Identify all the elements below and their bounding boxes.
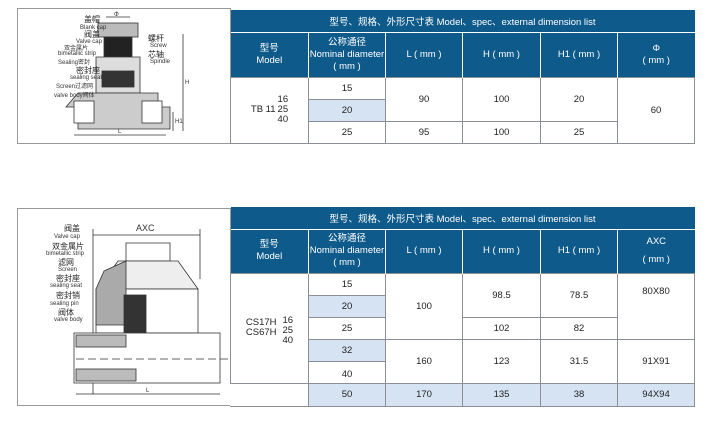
label-seat-en: sealing seat (50, 283, 82, 289)
axc-cell: 80X80 (616, 272, 696, 340)
label-seat-en: sealing seat (70, 75, 102, 81)
col-h: H ( mm ) (462, 32, 541, 77)
dn-cell: 15 (308, 76, 386, 100)
dn-cell: 20 (308, 294, 386, 318)
col-phi: Φ( mm ) (617, 32, 695, 77)
label-body: valve body阀体 (54, 91, 95, 99)
label-seat-cn: 密封座 (56, 273, 80, 283)
dimension-table-tb11: 型号、规格、外形尺寸表 Model、spec、external dimensio… (230, 10, 696, 144)
label-valve-cap-cn: 阀盖 (84, 29, 100, 39)
h-cell: 102 (462, 316, 541, 340)
label-bimetal-cn: 双金属片 (52, 241, 84, 251)
label-bimetal-en: bimetallic strip (58, 51, 97, 57)
label-spindle-cn: 芯轴 (148, 49, 164, 59)
h-cell: 100 (462, 120, 541, 144)
dim-h: H (185, 80, 189, 86)
h1-cell: 25 (540, 120, 618, 144)
l-cell: 170 (385, 382, 463, 407)
dim-l: L (118, 129, 122, 135)
dn-cell: 25 (308, 120, 386, 144)
label-blank-cap-cn: 盖帽 (84, 14, 100, 24)
dim-l: L (146, 388, 150, 394)
label-screen-en: Screen (58, 267, 77, 273)
label-body-en: valve body (54, 317, 83, 323)
col-l: L ( mm ) (385, 32, 463, 77)
label-valve-cap-en: Valve cap (54, 234, 81, 240)
label-valve-cap-cn: 阀盖 (64, 223, 80, 233)
col-axc: AXC( mm ) (617, 229, 695, 273)
axc-cell: 91X91 (616, 338, 696, 384)
dn-cell: 25 (308, 316, 386, 340)
dn-cell: 20 (308, 98, 386, 122)
dn-cell: 50 (308, 382, 386, 407)
l-cell: 95 (385, 120, 463, 144)
label-body-cn: 阀体 (58, 307, 74, 317)
h-cell: 100 (462, 76, 541, 122)
model-cell-spacer (230, 383, 309, 407)
label-blank-cap-en: Blank cap (80, 25, 107, 31)
label-seat-cn: 密封座 (76, 65, 100, 75)
col-h1: H1 ( mm ) (540, 32, 618, 77)
label-screen: Screen过滤网 (56, 82, 93, 90)
valve-diagram-tb11: Φ H H1 L 盖帽 Blank cap 阀盖 Valve cap 双金属片 … (17, 8, 231, 144)
dimension-table-cs17h: 型号、规格、外形尺寸表 Model、spec、external dimensio… (230, 207, 696, 407)
label-pin-cn: 密封销 (56, 290, 80, 300)
dn-cell: 40 (308, 360, 386, 384)
h1-cell: 78.5 (540, 272, 618, 318)
dim-phi: Φ (114, 12, 119, 18)
h1-cell: 20 (540, 76, 618, 122)
h1-cell: 82 (540, 316, 618, 340)
label-spindle-en: Spindle (150, 59, 171, 65)
l-cell: 160 (385, 338, 463, 384)
label-valve-cap-en: Valve cap (76, 39, 103, 45)
label-screw-en: Screw (150, 43, 167, 49)
dim-axc: AXC (136, 223, 155, 233)
dn-cell: 32 (308, 338, 386, 362)
col-l: L ( mm ) (385, 229, 463, 273)
label-bimetal-en: bimetallic strip (46, 251, 85, 257)
col-h: H ( mm ) (462, 229, 541, 273)
label-screw-cn: 螺杆 (148, 33, 164, 43)
table-title: 型号、规格、外形尺寸表 Model、spec、external dimensio… (230, 207, 695, 230)
phi-cell: 60 (616, 76, 696, 144)
h-cell: 123 (462, 338, 541, 384)
label-pin-en: sealing pin (50, 301, 79, 307)
dn-cell: 15 (308, 272, 386, 296)
label-sealing: Sealing密封 (58, 58, 90, 66)
col-h1: H1 ( mm ) (540, 229, 618, 273)
h1-cell: 31.5 (540, 338, 618, 384)
h-cell: 98.5 (462, 272, 541, 318)
axc-cell: 94X94 (616, 382, 696, 407)
l-cell: 90 (385, 76, 463, 122)
table-title: 型号、规格、外形尺寸表 Model、spec、external dimensio… (230, 10, 695, 33)
h-cell: 135 (462, 382, 541, 407)
valve-diagram-cs17h: AXC L 阀盖 Valve cap 双金属片 bimetallic strip… (17, 208, 231, 406)
h1-cell: 38 (540, 382, 618, 407)
dim-h1: H1 (175, 119, 183, 125)
l-cell: 100 (385, 272, 463, 340)
label-screen-cn: 滤网 (58, 257, 74, 267)
label-bimetal-cn: 双金属片 (64, 44, 88, 52)
